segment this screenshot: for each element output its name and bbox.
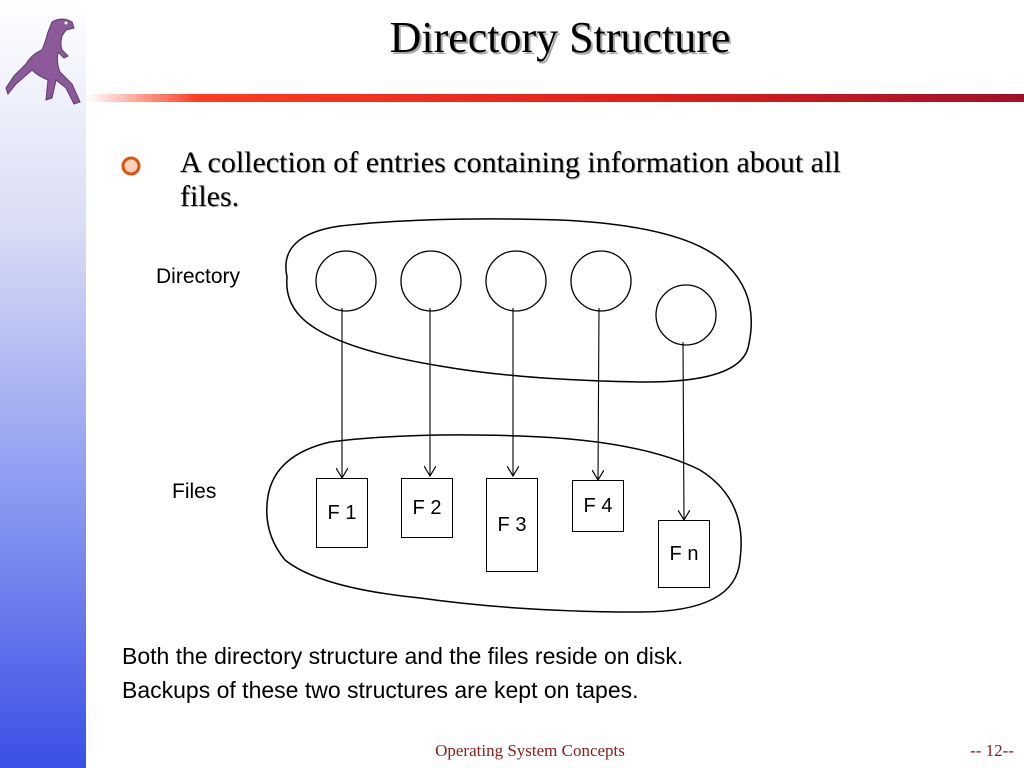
dinosaur-logo-icon [5,18,81,105]
pointer-arrow-n [683,341,684,520]
bullet-icon [121,156,141,176]
note-tapes: Backups of these two structures are kept… [122,677,639,703]
directory-label: Directory [156,265,241,288]
directory-outline [285,218,752,383]
sidebar-gradient [0,0,86,768]
note-disk: Both the directory structure and the fil… [122,643,684,669]
file-box-1: F 1 [316,478,368,548]
file-box-n: F n [658,520,710,588]
file-box-2: F 2 [401,478,453,538]
directory-entry-n [655,284,717,346]
file-box-4: F 4 [572,480,624,532]
directory-entry-1 [315,250,377,312]
directory-entry-2 [400,250,462,312]
bullet-text: A collection of entries containing infor… [180,146,841,213]
footer-page-number: -- 12-- [970,741,1014,760]
pointer-arrow-4 [598,307,599,480]
files-label: Files [172,480,217,503]
file-box-3: F 3 [486,478,538,572]
files-outline [266,434,742,613]
footer-course: Operating System Concepts [435,741,625,760]
title-underline [86,94,1024,102]
directory-entry-4 [570,250,632,312]
directory-entry-3 [485,250,547,312]
slide-title: Directory Structure [389,13,731,62]
